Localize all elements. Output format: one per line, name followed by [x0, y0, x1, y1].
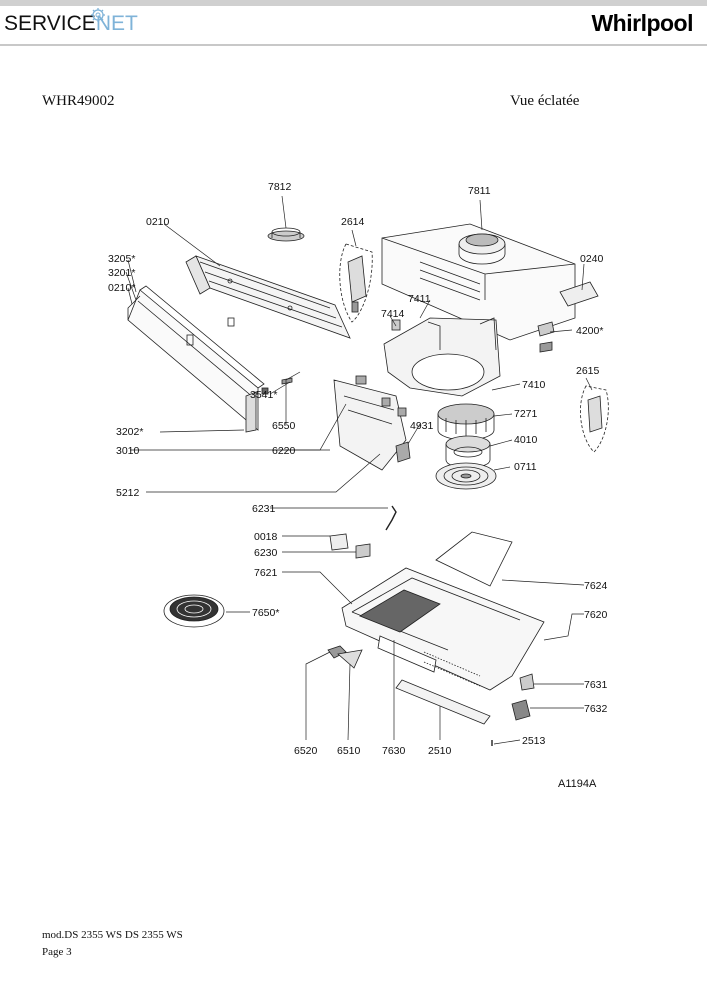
label-0240: 0240 [580, 253, 604, 265]
part-7624-sheet [435, 531, 513, 587]
part-6220-control [333, 375, 407, 471]
label-3205: 3205* [108, 253, 135, 265]
label-7621: 7621 [254, 567, 278, 579]
label-7650: 7650* [252, 607, 279, 619]
diagram-reference: A1194A [558, 778, 597, 790]
servicenet-logo: SERVICENET [4, 8, 138, 36]
label-0018: 0018 [254, 531, 278, 543]
part-6230 [355, 543, 371, 559]
label-6230: 6230 [254, 547, 278, 559]
part-7650-filter [163, 594, 225, 628]
label-0210: 0210 [146, 216, 170, 228]
part-labels: 7812 7811 0210 2614 3205* 3201* 0210* 02… [108, 181, 608, 757]
part-2614-clip [339, 243, 373, 323]
part-0210-frame [185, 255, 351, 339]
label-6231: 6231 [252, 503, 276, 515]
label-7631: 7631 [584, 679, 608, 691]
view-title: Vue éclatée [510, 93, 580, 109]
label-7620: 7620 [584, 609, 608, 621]
part-6231-cable [385, 505, 397, 531]
top-rule [0, 0, 707, 6]
part-0711-grille [435, 462, 497, 490]
label-3010: 3010 [116, 445, 140, 457]
label-7811: 7811 [468, 185, 491, 197]
label-2510: 2510 [428, 745, 452, 757]
part-4931 [395, 441, 411, 463]
label-4931: 4931 [410, 420, 434, 432]
footer-page-number: Page 3 [42, 946, 72, 958]
label-3541: 3541* [250, 389, 277, 401]
servicenet-logo-text: SERVICE [4, 12, 96, 35]
part-7620-tray [341, 567, 545, 691]
label-7624: 7624 [584, 580, 608, 592]
label-3202: 3202* [116, 426, 143, 438]
part-7632-switch [511, 699, 531, 721]
label-2513: 2513 [522, 735, 546, 747]
part-7271-fan [437, 403, 495, 441]
label-6520: 6520 [294, 745, 318, 757]
label-3201: 3201* [108, 267, 135, 279]
whirlpool-logo: Whirlpool [591, 10, 693, 36]
part-7410-blower [383, 317, 501, 397]
part-0018 [329, 533, 349, 551]
part-0240-bracket [559, 281, 599, 307]
label-7812: 7812 [268, 181, 292, 193]
part-front-panel [127, 285, 265, 433]
part-4200 [537, 321, 555, 353]
part-2615-clip [580, 385, 609, 453]
part-6520-bulb [327, 645, 347, 659]
label-7632: 7632 [584, 703, 608, 715]
part-7812-collar [267, 227, 305, 242]
label-6550: 6550 [272, 420, 296, 432]
gear-icon [91, 8, 105, 22]
model-number: WHR49002 [42, 93, 115, 109]
part-2510-cover [395, 679, 491, 725]
part-6510-lens [337, 649, 363, 669]
label-5212: 5212 [116, 487, 140, 499]
label-7411: 7411 [408, 293, 431, 305]
label-6220: 6220 [272, 445, 296, 457]
label-2614: 2614 [341, 216, 365, 228]
footer-model-line: mod.DS 2355 WS DS 2355 WS [42, 929, 183, 941]
label-7414: 7414 [381, 308, 405, 320]
label-7410: 7410 [522, 379, 546, 391]
label-6510: 6510 [337, 745, 361, 757]
label-0711: 0711 [514, 461, 537, 473]
label-4010: 4010 [514, 434, 538, 446]
label-7271: 7271 [514, 408, 538, 420]
part-7631-switch [519, 673, 535, 691]
servicenet-logo-net: NET [95, 12, 138, 35]
header-rule [0, 44, 707, 46]
label-4200: 4200* [576, 325, 603, 337]
label-7630: 7630 [382, 745, 406, 757]
label-2615: 2615 [576, 365, 600, 377]
part-7811-housing [381, 223, 576, 341]
label-0210-star: 0210* [108, 282, 135, 294]
leader-lines [125, 195, 593, 745]
